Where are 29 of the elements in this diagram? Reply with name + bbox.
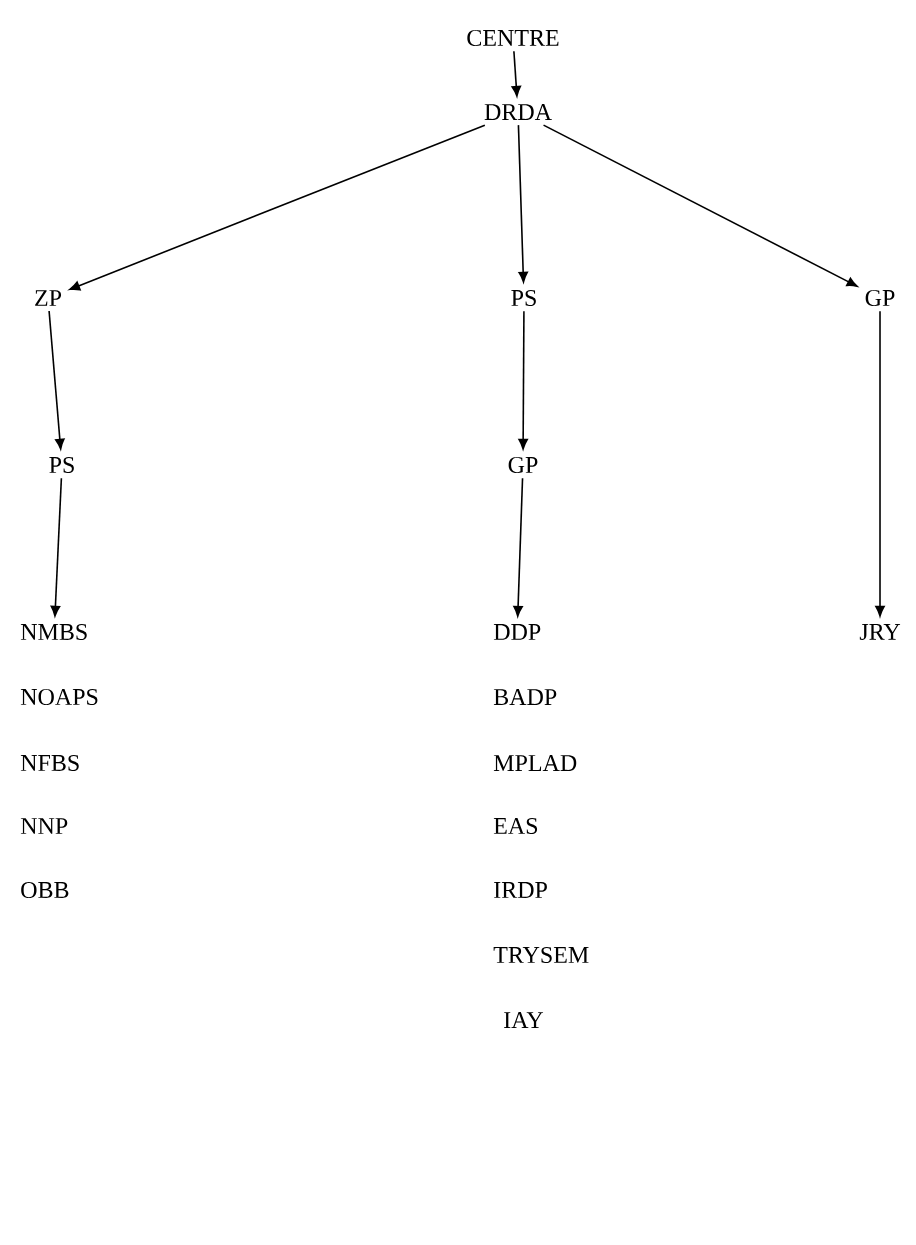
list-item: BADP [493, 689, 557, 705]
arrow [50, 477, 63, 617]
node-label: PS [511, 289, 536, 307]
list-item: NOAPS [20, 688, 98, 706]
arrow [48, 310, 65, 450]
arrow [69, 124, 486, 291]
list-item: EAS [493, 817, 538, 835]
list-item: OBB [21, 881, 69, 899]
list-item: IAY [504, 1012, 544, 1028]
list-item: IRDP [494, 882, 547, 898]
node-label: JRY [859, 624, 901, 640]
arrow [518, 310, 528, 450]
node-label: ZP [35, 290, 62, 306]
node-label: GP [865, 289, 895, 307]
arrow [542, 124, 858, 287]
node-label: GP [508, 456, 538, 474]
list-item: TRYSEM [493, 946, 589, 964]
node-label: CENTRE [467, 29, 559, 47]
node-label: PS [49, 456, 74, 474]
arrow [517, 124, 528, 283]
node-label: DRDA [484, 104, 552, 120]
arrow [513, 477, 524, 617]
list-item: NNP [20, 818, 68, 834]
node-label: DDP [493, 624, 541, 640]
arrow [875, 310, 885, 617]
list-item: MPLAD [493, 755, 577, 771]
node-label: NMBS [20, 623, 87, 641]
arrow [511, 50, 522, 97]
list-item: NFBS [20, 754, 79, 772]
